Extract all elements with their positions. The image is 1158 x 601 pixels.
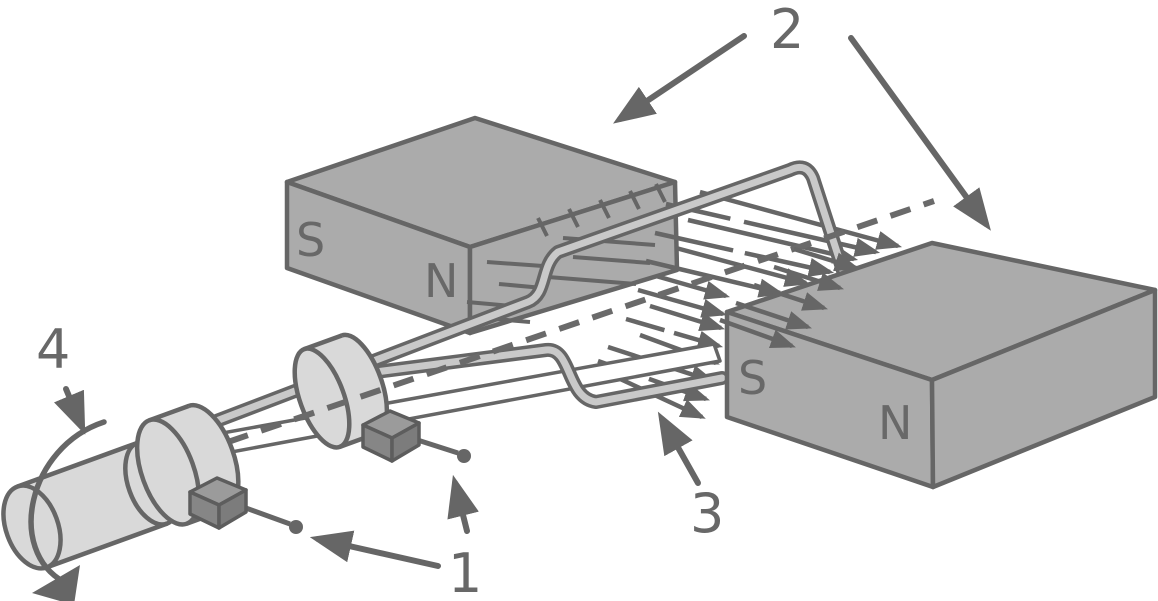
brush-2-terminal-dot: [457, 449, 471, 463]
callout-2-label: 2: [770, 0, 804, 61]
field-arrows-front: [719, 246, 861, 349]
callout-3-coil: 3: [657, 411, 724, 545]
left-magnet-edge-hatches: [536, 183, 667, 237]
left-magnet-north-label: N: [424, 254, 458, 308]
brush-1: [188, 476, 303, 534]
right-magnet-north-label: N: [878, 396, 912, 450]
brush-2: [361, 409, 471, 463]
callout-4-label: 4: [36, 318, 70, 381]
left-magnet-south-label: S: [296, 213, 325, 267]
brush-1-terminal-dot: [289, 520, 303, 534]
rotation-direction-arc: [28, 419, 107, 585]
callout-1-label: 1: [448, 542, 482, 601]
callout-1-brushes: 1: [309, 474, 482, 601]
rotation-axis-dashed-line: [227, 198, 935, 445]
callout-3-label: 3: [690, 482, 724, 545]
rotation-arc-arrowhead: [32, 565, 80, 601]
slip-ring-2: [292, 332, 390, 450]
right-magnet-north-face: [929, 287, 1158, 490]
callout-4-rotation: 4: [28, 318, 107, 601]
coil-far-wire: [191, 160, 853, 435]
right-magnet-south-label: S: [738, 351, 767, 405]
callout-2-magnets: 2: [613, 0, 991, 231]
coil-near-wire: [353, 343, 729, 409]
